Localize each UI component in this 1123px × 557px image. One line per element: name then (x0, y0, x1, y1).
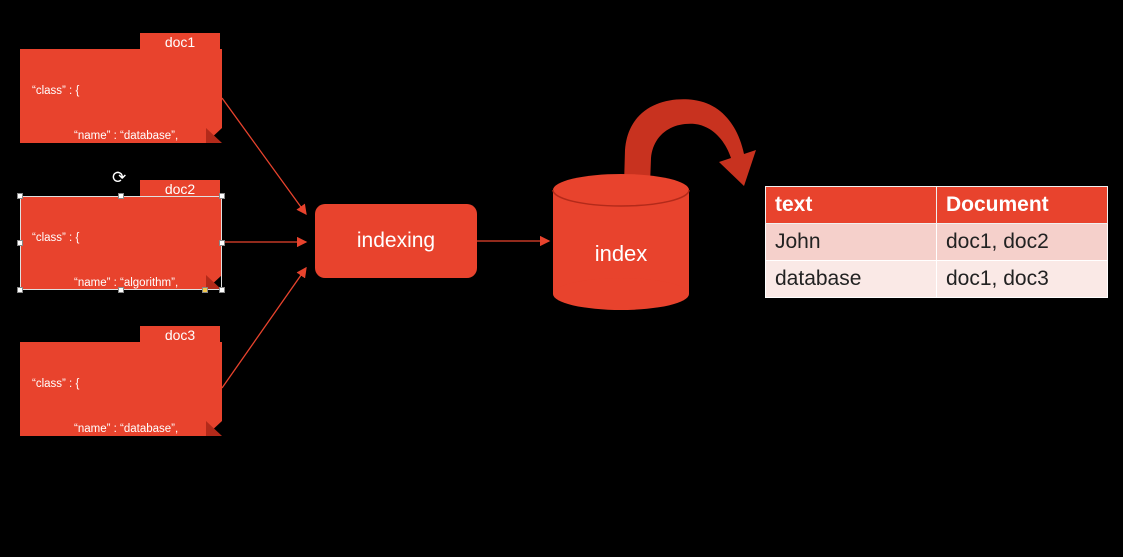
arrow-doc1-to-indexing (221, 97, 307, 216)
resize-handle[interactable] (219, 240, 225, 246)
doc3-tab: doc3 (140, 326, 220, 344)
adjust-handle[interactable] (202, 287, 208, 293)
index-table: text Document John doc1, doc2 database d… (765, 186, 1108, 298)
table-header-row: text Document (765, 186, 1108, 224)
doc2-tab: doc2 (140, 180, 220, 198)
table-cell: doc1, doc2 (936, 223, 1108, 261)
doc1-code: “class” : { “name” : “database”, “profes… (32, 85, 179, 187)
connectors (221, 97, 756, 389)
column-header-document: Document (936, 186, 1108, 224)
table-row: database doc1, doc3 (765, 260, 1108, 298)
resize-handle[interactable] (118, 193, 124, 199)
resize-handle[interactable] (219, 193, 225, 199)
table-cell: John (765, 223, 937, 261)
doc1-tab: doc1 (140, 33, 220, 51)
index-label: index (594, 241, 648, 266)
rotate-handle-icon[interactable]: ⟳ (112, 168, 127, 187)
column-header-text: text (765, 186, 937, 224)
doc2-card[interactable]: doc2 “class” : { “name” : “algorithm”, “… (20, 180, 223, 292)
table-cell: database (765, 260, 937, 298)
diagram: doc1 “class” : { “name” : “database”, “p… (17, 33, 1108, 438)
table-row: John doc1, doc2 (765, 223, 1108, 261)
indexing-process: indexing (315, 204, 477, 278)
table-cell: doc1, doc3 (936, 260, 1108, 298)
doc1-card: doc1 “class” : { “name” : “database”, “p… (20, 33, 223, 145)
resize-handle[interactable] (219, 287, 225, 293)
curved-arrow-icon (624, 99, 756, 186)
index-cylinder (552, 174, 690, 310)
doc3-code: “class” : { “name” : “database”, “profes… (32, 378, 179, 525)
resize-handle[interactable] (17, 193, 23, 199)
arrow-doc3-to-indexing (221, 266, 307, 389)
resize-handle[interactable] (17, 240, 23, 246)
resize-handle[interactable] (17, 287, 23, 293)
doc3-card: doc3 “class” : { “name” : “database”, “p… (20, 326, 223, 438)
resize-handle[interactable] (118, 287, 124, 293)
indexing-label: indexing (356, 229, 436, 252)
doc2-code: “class” : { “name” : “algorithm”, “profe… (32, 232, 179, 334)
